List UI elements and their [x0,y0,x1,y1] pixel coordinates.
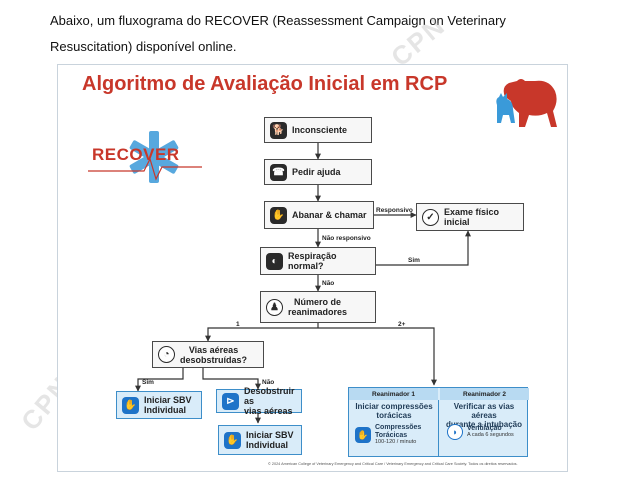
reanimador-2-action-line-2: durante a intubação [445,420,522,429]
figure-footer-copyright: © 2024 American College of Veterinary Em… [268,462,518,466]
node-pedir-ajuda-label: Pedir ajuda [292,167,341,177]
intro-line-1: Abaixo, um fluxograma do RECOVER (Reasse… [50,13,506,28]
node-sbv-left-line-2: Individual [144,405,187,415]
node-inconsciente: 🐕 Inconsciente [264,117,372,143]
dog-icon: 🐕 [270,121,287,139]
node-desobstruir-line-1: Desobstruir as [244,386,295,406]
hands-compression-icon: ✋ [355,427,371,443]
node-numero-line-1: Número de [294,297,342,307]
ventilation-rate: A cada 6 segundos [467,432,514,439]
node-vias-aereas: ◔ Vias aéreas desobstruídas? [152,341,264,368]
reanimador-2-action-line-1: Verificar as vias aéreas [453,402,515,420]
airway-clear-icon: ⊳ [222,392,239,410]
edge-label-responsivo: Responsivo [376,207,413,214]
node-sbv-bottom-line-2: Individual [246,440,289,450]
node-vias-line-2: desobstruídas? [180,354,248,365]
airway-icon: ◔ [158,346,175,363]
reanimador-1-action: Iniciar compressões torácicas [351,402,437,420]
node-abanar-chamar: ✋ Abanar & chamar [264,201,374,229]
hand-icon: ✋ [270,206,287,224]
node-exame-fisico: ✓ Exame físico inicial [416,203,524,231]
logo-text: RECOVER [92,145,180,164]
ventilation-line-1: Ventilação [467,424,502,432]
compressions-rate: 100-120 / minuto [375,439,417,445]
edge-label-sim-respiracao: Sim [408,257,420,264]
recover-star-of-life-icon [88,131,202,183]
node-desobstruir-text: Desobstruir as vias aéreas [244,386,296,416]
edge-label-nao-respiracao: Não [322,280,335,287]
edge-label-dois-mais: 2+ [398,321,406,328]
dog-head-icon: ◐ [266,252,283,270]
panel-divider [438,400,439,456]
ventilation-info: ◗ Ventilação A cada 6 segundos [447,424,514,440]
edge-label-nao-vias: Não [262,379,275,386]
resuscitators-panel: Reanimador 1 Reanimador 2 Iniciar compre… [348,387,529,457]
figure-title: Algoritmo de Avaliação Inicial em RCP [82,73,448,95]
node-numero-reanimadores: ♟ Número de reanimadores [260,291,376,323]
node-desobstruir: ⊳ Desobstruir as vias aéreas [216,386,302,416]
reanimador-2-header: Reanimador 2 [440,388,529,400]
reanimador-1-header: Reanimador 1 [349,388,438,400]
node-abanar-label: Abanar & chamar [292,210,367,220]
node-sbv-left: ✋ Iniciar SBV Individual [116,391,202,419]
phone-icon: ☎ [270,163,287,181]
hands-icon: ✋ [122,396,139,414]
node-inconsciente-label: Inconsciente [292,125,348,135]
flowchart-figure: Algoritmo de Avaliação Inicial em RCP RE… [57,64,568,472]
edge-label-nao-responsivo: Não responsivo [322,235,371,242]
node-sbv-bottom: ✋ Iniciar SBV Individual [218,425,302,455]
reanimador-2-action: Verificar as vias aéreas durante a intub… [441,402,527,429]
node-sbv-left-line-1: Iniciar SBV [144,395,192,405]
reanimador-1-action-line-1: Iniciar compressões [355,402,433,411]
node-sbv-bottom-text: Iniciar SBV Individual [246,430,294,450]
node-sbv-left-text: Iniciar SBV Individual [144,395,192,415]
compressions-info: ✋ Compressões Torácicas 100-120 / minuto [355,424,421,446]
node-respiracao-label: Respiração normal? [288,251,337,271]
node-pedir-ajuda: ☎ Pedir ajuda [264,159,372,185]
node-numero-text: Número de reanimadores [288,297,347,317]
node-exame-label: Exame físico inicial [444,207,500,227]
intro-line-2: Resuscitation) disponível online. [50,39,237,54]
person-icon: ♟ [266,298,283,316]
compressions-line-2: Torácicas [375,431,408,439]
reanimador-1-action-line-2: torácicas [376,411,412,420]
recover-logo: RECOVER [84,127,204,187]
node-vias-line-1: Vias aéreas [188,344,239,355]
edge-label-sim-vias: Sim [142,379,154,386]
compressions-text: Compressões Torácicas 100-120 / minuto [375,424,421,446]
ventilation-text: Ventilação A cada 6 segundos [467,425,514,440]
compressions-line-1: Compressões [375,424,422,431]
hands-icon: ✋ [224,431,241,449]
flowchart-connectors [135,143,471,424]
node-vias-text: Vias aéreas desobstruídas? [180,345,247,365]
ventilation-icon: ◗ [447,424,463,440]
intro-paragraph: Abaixo, um fluxograma do RECOVER (Reasse… [50,8,610,60]
node-numero-line-2: reanimadores [288,307,348,317]
edge-label-um: 1 [236,321,240,328]
stethoscope-icon: ✓ [422,208,439,226]
node-sbv-bottom-line-1: Iniciar SBV [246,430,294,440]
node-desobstruir-line-2: vias aéreas [244,406,293,416]
node-respiracao: ◐ Respiração normal? [260,247,376,275]
dog-cat-silhouette-icon [496,79,557,127]
